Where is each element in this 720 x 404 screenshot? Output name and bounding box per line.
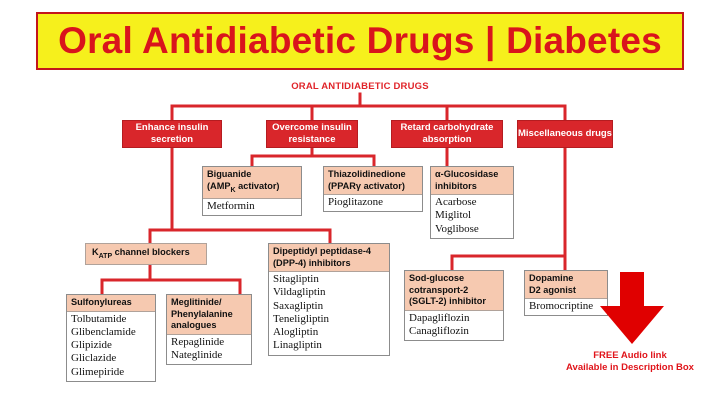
alpha-glucosidase-header: α-Glucosidase inhibitors	[431, 167, 513, 195]
thiazolidinedione-drug-list: Pioglitazone	[324, 195, 422, 211]
dopamine-head-line2: D2 agonist	[529, 284, 576, 295]
sulfonylureas-drug-list: Tolbutamide Glibenclamide Glipizide Glic…	[67, 312, 155, 381]
drug-item: Nateglinide	[171, 348, 223, 361]
title-banner: Oral Antidiabetic Drugs | Diabetes	[36, 12, 684, 70]
drug-item: Glimepiride	[71, 365, 125, 378]
free-audio-note-line2: Available in Description Box	[566, 362, 694, 373]
biguanide-head-line1: Biguanide	[207, 169, 252, 179]
drug-item: Metformin	[207, 199, 255, 212]
free-audio-note-line1: FREE Audio link	[593, 350, 667, 361]
dpp4-inhibitors-box: Dipeptidyl peptidase-4 (DPP-4) inhibitor…	[268, 243, 390, 356]
category-misc-label: Miscellaneous drugs	[518, 128, 612, 139]
category-enhance-insulin-secretion: Enhance insulin secretion	[122, 120, 222, 148]
category-retard-label: Retard carbohydrate absorption	[400, 122, 494, 145]
dpp4-drug-list: Sitagliptin Vildagliptin Saxagliptin Ten…	[269, 272, 389, 355]
drug-item: Canagliflozin	[409, 324, 469, 337]
drug-item: Pioglitazone	[328, 196, 383, 208]
drug-item: Bromocriptine	[529, 300, 594, 312]
drug-item: Miglitol	[435, 209, 472, 222]
sglt2-drug-list: Dapagliflozin Canagliflozin	[405, 311, 503, 341]
biguanide-head-line2: (AMPK activator)	[207, 180, 280, 194]
meglitinide-head-line2: Phenylalanine	[171, 308, 233, 319]
katp-label-rest: channel blockers	[112, 247, 190, 257]
drug-item: Linagliptin	[273, 339, 322, 352]
drug-item: Tolbutamide	[71, 312, 127, 325]
sulfonylureas-box: Sulfonylureas Tolbutamide Glibenclamide …	[66, 294, 156, 382]
root-node-title: ORAL ANTIDIABETIC DRUGS	[291, 81, 429, 92]
drug-item: Saxagliptin	[273, 299, 324, 312]
dpp4-head-line2: (DPP-4) inhibitors	[273, 257, 351, 268]
katp-channel-blockers-box: KATP channel blockers	[85, 243, 207, 265]
drug-item: Voglibose	[435, 222, 479, 235]
drug-item: Repaglinide	[171, 335, 225, 348]
down-arrow-icon	[600, 272, 664, 344]
biguanide-drug-list: Metformin	[203, 199, 301, 215]
thiazolidinedione-box: Thiazolidinedione (PPARγ activator) Piog…	[323, 166, 423, 213]
sglt2-header: Sod-glucose cotransport-2 (SGLT-2) inhib…	[405, 271, 503, 311]
thiazolidinedione-head-line2: (PPARγ activator)	[328, 180, 405, 191]
katp-label-sub: ATP	[98, 252, 113, 260]
meglitinide-header: Meglitinide/ Phenylalanine analogues	[167, 295, 251, 335]
drug-item: Glipizide	[71, 339, 112, 352]
dopamine-head-line1: Dopamine	[529, 273, 574, 283]
sglt2-head-line3: (SGLT-2) inhibitor	[409, 296, 486, 306]
sglt2-inhibitor-box: Sod-glucose cotransport-2 (SGLT-2) inhib…	[404, 270, 504, 342]
meglitinide-head-line1: Meglitinide/	[171, 297, 222, 307]
drug-item: Teneligliptin	[273, 312, 330, 325]
biguanide-box: Biguanide (AMPK activator) Metformin	[202, 166, 302, 217]
category-retard-carbohydrate-absorption: Retard carbohydrate absorption	[391, 120, 503, 148]
category-overcome-insulin-resistance: Overcome insulin resistance	[266, 120, 358, 148]
meglitinide-box: Meglitinide/ Phenylalanine analogues Rep…	[166, 294, 252, 366]
thiazolidinedione-head-line1: Thiazolidinedione	[328, 169, 406, 179]
alpha-glucosidase-head-line1: α-Glucosidase	[435, 169, 499, 179]
sglt2-head-line2: cotransport-2	[409, 284, 469, 295]
dopamine-agonist-box: Dopamine D2 agonist Bromocriptine	[524, 270, 608, 317]
dopamine-drug-list: Bromocriptine	[525, 299, 607, 315]
category-enhance-label: Enhance insulin secretion	[135, 122, 209, 145]
biguanide-header: Biguanide (AMPK activator)	[203, 167, 301, 199]
meglitinide-drug-list: Repaglinide Nateglinide	[167, 335, 251, 365]
category-overcome-label: Overcome insulin resistance	[272, 122, 352, 145]
category-miscellaneous-drugs: Miscellaneous drugs	[517, 120, 613, 148]
dpp4-header: Dipeptidyl peptidase-4 (DPP-4) inhibitor…	[269, 244, 389, 272]
drug-item: Alogliptin	[273, 326, 319, 339]
free-audio-note: FREE Audio link Available in Description…	[545, 350, 715, 374]
alpha-glucosidase-drug-list: Acarbose Miglitol Voglibose	[431, 195, 513, 238]
drug-item: Dapagliflozin	[409, 311, 470, 324]
drug-item: Sitagliptin	[273, 273, 319, 285]
alpha-glucosidase-box: α-Glucosidase inhibitors Acarbose Miglit…	[430, 166, 514, 239]
katp-label-k: K	[92, 247, 99, 257]
drug-item: Glibenclamide	[71, 325, 136, 338]
dopamine-header: Dopamine D2 agonist	[525, 271, 607, 299]
dpp4-head-line1: Dipeptidyl peptidase-4	[273, 246, 372, 256]
banner-title: Oral Antidiabetic Drugs | Diabetes	[58, 20, 662, 61]
sulfonylureas-head-line1: Sulfonylureas	[71, 297, 132, 307]
meglitinide-head-line3: analogues	[171, 320, 217, 330]
drug-item: Vildagliptin	[273, 286, 326, 299]
drug-item: Gliclazide	[71, 352, 117, 365]
drug-item: Acarbose	[435, 196, 477, 208]
thiazolidinedione-header: Thiazolidinedione (PPARγ activator)	[324, 167, 422, 195]
sulfonylureas-header: Sulfonylureas	[67, 295, 155, 312]
sglt2-head-line1: Sod-glucose	[409, 273, 465, 283]
alpha-glucosidase-head-line2: inhibitors	[435, 180, 477, 191]
